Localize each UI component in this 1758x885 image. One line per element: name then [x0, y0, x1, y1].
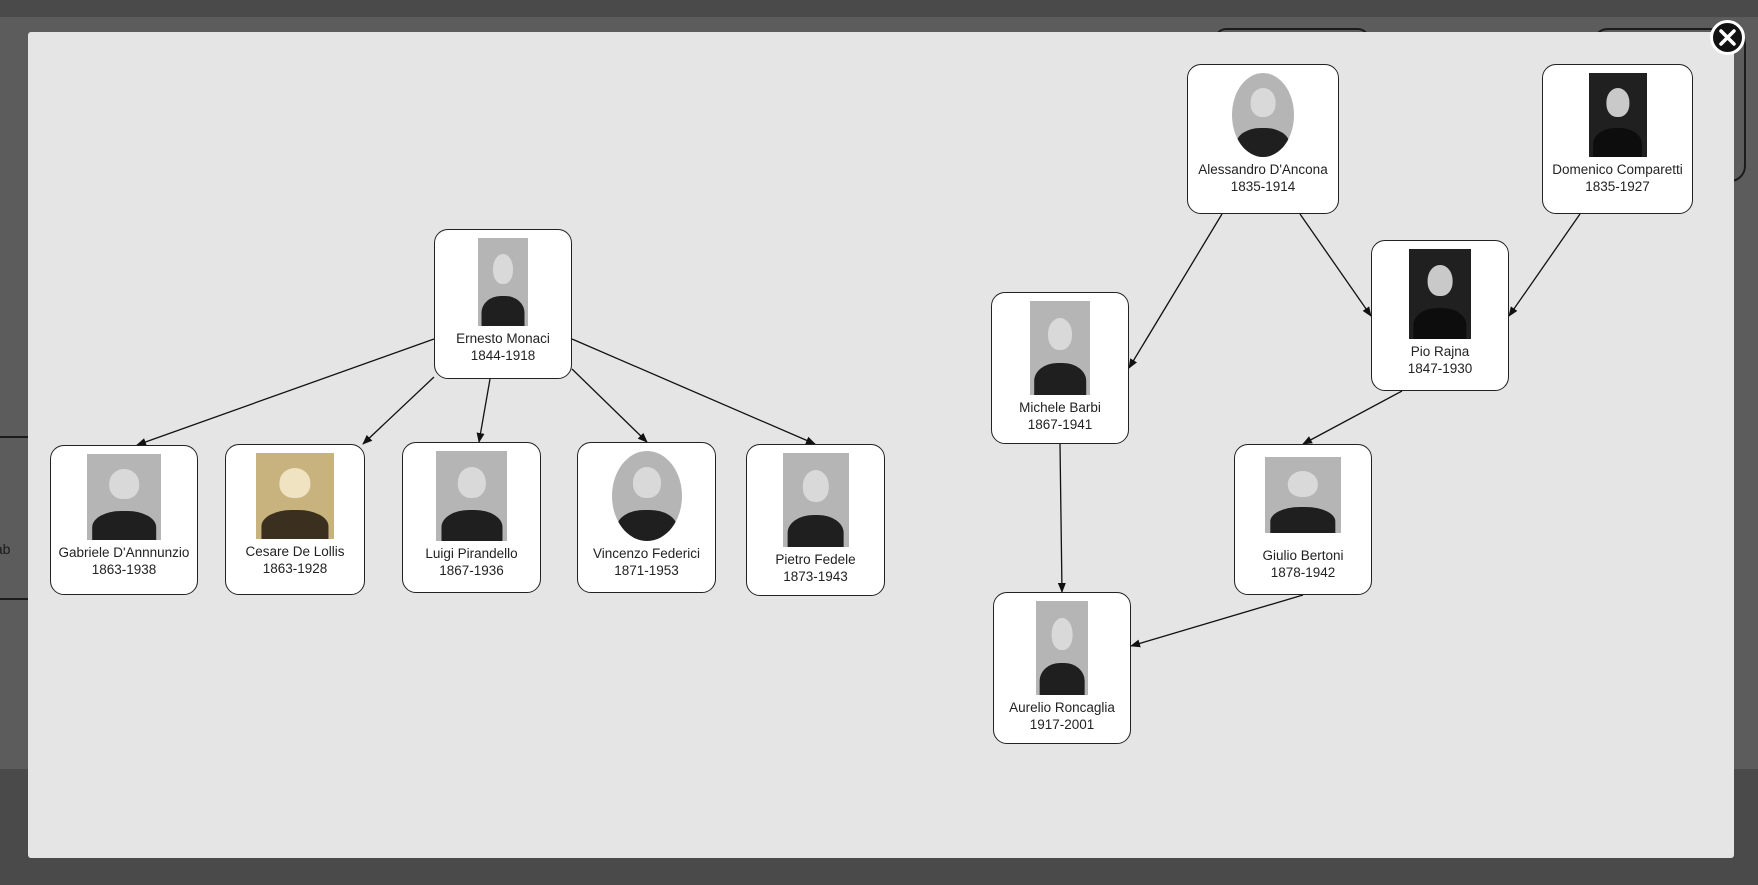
- person-name: Alessandro D'Ancona: [1198, 162, 1328, 177]
- person-years: 1863-1928: [262, 561, 328, 576]
- edge-rajna-to-bertoni: [1302, 390, 1403, 445]
- person-years: 1871-1953: [614, 563, 679, 578]
- person-years: 1917-2001: [1029, 717, 1095, 732]
- person-node-aurelio-roncaglia[interactable]: Aurelio Roncaglia 1917-2001: [993, 592, 1131, 744]
- person-name: Luigi Pirandello: [425, 546, 518, 561]
- person-name: Ernesto Monaci: [456, 331, 550, 346]
- person-years: 1867-1941: [1027, 417, 1093, 432]
- person-node-ernesto-monaci[interactable]: Ernesto Monaci 1844-1918: [434, 229, 572, 379]
- portrait-photo: [436, 451, 507, 541]
- person-years: 1835-1914: [1230, 179, 1296, 194]
- person-name: Pietro Fedele: [775, 552, 856, 567]
- person-node-pietro-fedele[interactable]: Pietro Fedele 1873-1943: [746, 444, 885, 596]
- portrait-photo: [1036, 601, 1088, 695]
- edge-monaci-to-dannunzio: [136, 338, 435, 446]
- portrait-photo: [87, 454, 161, 540]
- person-years: 1863-1938: [91, 562, 157, 577]
- person-node-giulio-bertoni[interactable]: Giulio Bertoni 1878-1942: [1234, 444, 1372, 595]
- edge-dancona-to-rajna: [1299, 213, 1372, 317]
- person-years: 1867-1936: [439, 563, 504, 578]
- person-node-cesare-de-lollis[interactable]: Cesare De Lollis 1863-1928: [225, 444, 365, 595]
- person-years: 1873-1943: [783, 569, 848, 584]
- portrait-photo: [478, 238, 528, 326]
- portrait-photo: [782, 453, 849, 547]
- close-button[interactable]: [1710, 20, 1745, 55]
- person-node-gabriele-dannnunzio[interactable]: Gabriele D'Annnunzio 1863-1938: [50, 445, 198, 595]
- person-years: 1835-1927: [1585, 179, 1650, 194]
- person-name: Aurelio Roncaglia: [1009, 700, 1115, 715]
- genealogy-modal: Ernesto Monaci 1844-1918 Gabriele D'Annn…: [28, 32, 1734, 858]
- edge-dancona-to-barbi: [1128, 213, 1223, 369]
- portrait-photo: [1409, 249, 1471, 339]
- portrait-photo: [1030, 301, 1090, 395]
- edge-barbi-to-roncaglia: [1057, 443, 1066, 593]
- person-name: Domenico Comparetti: [1552, 162, 1683, 177]
- edge-monaci-to-pirandello: [476, 378, 491, 443]
- person-name: Giulio Bertoni: [1262, 548, 1344, 563]
- person-name: Vincenzo Federici: [592, 546, 701, 561]
- person-name: Cesare De Lollis: [245, 544, 345, 559]
- close-icon: [1719, 29, 1736, 46]
- edge-monaci-to-federici: [571, 368, 648, 443]
- person-node-pio-rajna[interactable]: Pio Rajna 1847-1930: [1371, 240, 1509, 391]
- person-node-michele-barbi[interactable]: Michele Barbi 1867-1941: [991, 292, 1129, 444]
- person-name: Michele Barbi: [1019, 400, 1101, 415]
- person-name: Gabriele D'Annnunzio: [58, 545, 190, 560]
- portrait-photo: [1265, 457, 1341, 533]
- person-years: 1878-1942: [1270, 565, 1336, 580]
- person-node-luigi-pirandello[interactable]: Luigi Pirandello 1867-1936: [402, 442, 541, 593]
- portrait-photo: [1588, 73, 1647, 157]
- person-node-domenico-comparetti[interactable]: Domenico Comparetti 1835-1927: [1542, 64, 1693, 214]
- background-node-label: Gab: [0, 541, 11, 557]
- portrait-photo: [1232, 73, 1294, 157]
- person-node-alessandro-dancona[interactable]: Alessandro D'Ancona 1835-1914: [1187, 64, 1339, 214]
- person-years: 1844-1918: [470, 348, 536, 363]
- edge-monaci-to-delollis: [362, 376, 435, 445]
- portrait-photo: [611, 451, 682, 541]
- person-name: Pio Rajna: [1410, 344, 1470, 359]
- diagram-edges: [136, 213, 1581, 648]
- edge-bertoni-to-roncaglia: [1130, 594, 1304, 648]
- person-years: 1847-1930: [1407, 361, 1473, 376]
- person-node-vincenzo-federici[interactable]: Vincenzo Federici 1871-1953: [577, 442, 716, 593]
- portrait-photo: [256, 453, 334, 539]
- edge-comparetti-to-rajna: [1508, 213, 1581, 317]
- edge-monaci-to-fedele: [571, 338, 816, 445]
